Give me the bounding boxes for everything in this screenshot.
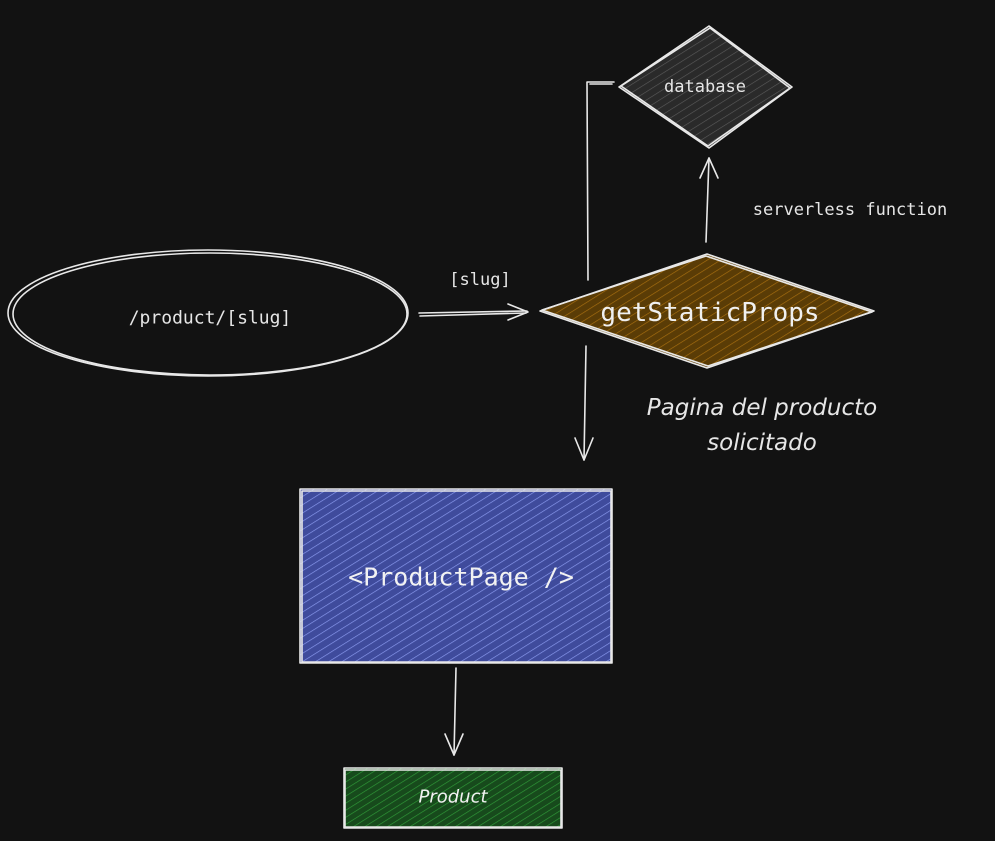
get-static-props-label: getStaticProps xyxy=(600,298,820,328)
result-edge-label-line-1: Pagina del producto xyxy=(646,395,878,421)
result-arrow xyxy=(574,345,594,461)
database-label: database xyxy=(664,77,746,97)
get-static-props-diamond xyxy=(539,253,875,369)
route-ellipse xyxy=(7,249,409,377)
product-page-label: <ProductPage /> xyxy=(348,562,574,592)
serverless-arrow xyxy=(699,157,719,243)
serverless-edge-label: serverless function xyxy=(752,200,948,220)
product-label: Product xyxy=(418,786,488,808)
database-return-line xyxy=(586,81,615,281)
product-page-rect xyxy=(299,488,613,664)
route-label: /product/[slug] xyxy=(128,307,292,329)
database-diamond xyxy=(618,25,793,149)
product-rect xyxy=(343,767,563,829)
result-edge-label: Pagina del producto solicitado xyxy=(602,391,922,461)
result-edge-label-line-2: solicitado xyxy=(707,430,817,456)
slug-edge-label: [slug] xyxy=(449,270,511,290)
slug-arrow xyxy=(418,303,529,321)
product-arrow xyxy=(444,667,464,756)
